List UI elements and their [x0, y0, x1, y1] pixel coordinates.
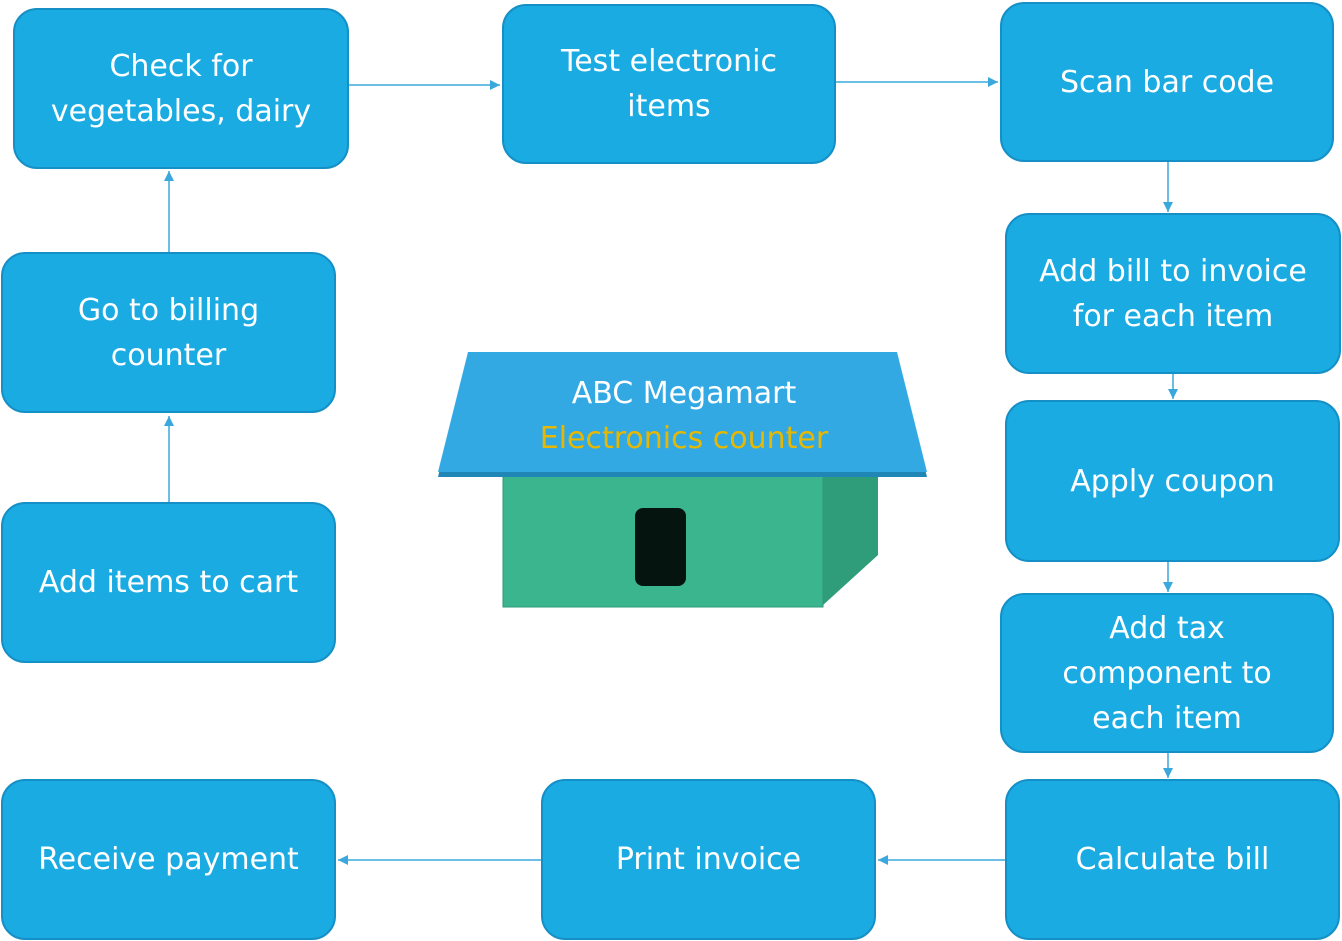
add-bill-invoice-box: Add bill to invoice for each item	[1005, 213, 1341, 374]
add-items-cart-box: Add items to cart	[1, 502, 336, 663]
store-roof	[438, 352, 927, 472]
calculate-bill-box: Calculate bill	[1005, 779, 1340, 940]
go-to-billing-box: Go to billing counter	[1, 252, 336, 413]
print-invoice-box: Print invoice	[541, 779, 876, 940]
apply-coupon-box: Apply coupon	[1005, 400, 1340, 562]
check-vegetables-box: Check for vegetables, dairy	[13, 8, 349, 169]
store-wall-side	[822, 474, 878, 606]
store-subtitle: Electronics counter	[539, 421, 829, 456]
store-illustration	[438, 352, 927, 608]
store-door	[635, 508, 686, 586]
add-tax-box: Add tax component to each item	[1000, 593, 1334, 753]
receive-payment-box: Receive payment	[1, 779, 336, 940]
test-electronic-box: Test electronic items	[502, 4, 836, 164]
scan-bar-code-box: Scan bar code	[1000, 2, 1334, 162]
store-title: ABC Megamart	[571, 376, 797, 411]
